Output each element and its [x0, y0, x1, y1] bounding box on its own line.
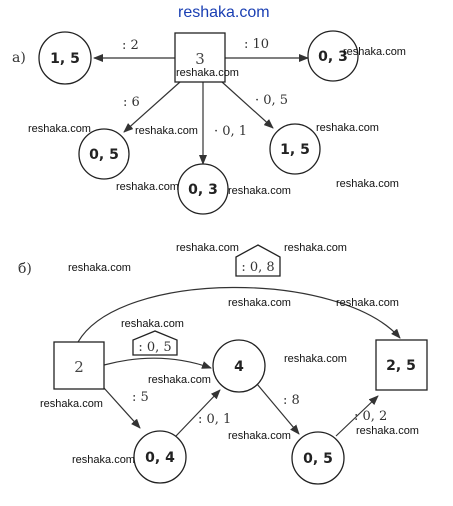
watermark: reshaka.com — [336, 178, 399, 190]
watermark: reshaka.com — [135, 125, 198, 137]
op-b-top: : 0, 8 — [241, 260, 274, 275]
watermark: reshaka.com — [116, 181, 179, 193]
result-circle-down-left — [78, 128, 130, 180]
watermark: reshaka.com — [228, 297, 291, 309]
op-a-right: : 10 — [244, 37, 269, 52]
result-right: 0, 3 — [318, 49, 348, 65]
result-down-right: 1, 5 — [280, 142, 310, 158]
op-b-upper: : 0, 5 — [138, 340, 171, 355]
edge-b-start-low — [103, 387, 141, 429]
op-a-down-left: : 6 — [123, 95, 140, 110]
watermark: reshaka.com — [148, 374, 211, 386]
op-b-mid-low: : 8 — [283, 393, 300, 408]
mid-circle — [212, 339, 266, 393]
watermark: reshaka.com — [284, 353, 347, 365]
pentagon-upper — [132, 330, 178, 356]
watermark: reshaka.com — [356, 425, 419, 437]
low-left-circle — [133, 430, 187, 484]
edge-a-down-left — [123, 81, 181, 133]
end-square — [375, 339, 428, 391]
watermark: reshaka.com — [176, 67, 239, 79]
watermark: reshaka.com — [316, 122, 379, 134]
op-b-start-low: : 5 — [132, 390, 149, 405]
edge-b-mid-low — [256, 383, 300, 435]
watermark: reshaka.com — [40, 398, 103, 410]
part-b-label: б) — [18, 261, 32, 277]
watermark: reshaka.com — [228, 185, 291, 197]
op-a-left: : 2 — [122, 38, 139, 53]
watermark: reshaka.com — [72, 454, 135, 466]
pentagon-top — [235, 244, 281, 277]
result-circle-down — [177, 163, 229, 215]
result-circle-left — [38, 31, 92, 85]
edge-b-low-mid — [175, 389, 221, 437]
watermark: reshaka.com — [336, 297, 399, 309]
op-a-down-right: · 0, 5 — [255, 93, 288, 108]
watermark: reshaka.com — [68, 262, 131, 274]
mid-value: 4 — [234, 359, 244, 375]
op-b-low-mid: : 0, 1 — [198, 412, 231, 427]
result-down: 0, 3 — [188, 182, 218, 198]
watermark: reshaka.com — [176, 242, 239, 254]
watermark: reshaka.com — [121, 318, 184, 330]
result-left: 1, 5 — [50, 51, 80, 67]
watermark: reshaka.com — [284, 242, 347, 254]
low-left-value: 0, 4 — [145, 450, 175, 466]
edge-b-start-mid — [103, 357, 212, 369]
watermark: reshaka.com — [28, 123, 91, 135]
edge-a-down-right — [221, 81, 274, 129]
start-square — [53, 341, 105, 390]
site-watermark: reshaka.com — [178, 4, 270, 21]
low-right-circle — [291, 431, 345, 485]
part-a-label: а) — [12, 50, 26, 66]
watermark: reshaka.com — [228, 430, 291, 442]
end-value: 2, 5 — [386, 358, 416, 374]
low-right-value: 0, 5 — [303, 451, 333, 467]
center-value: 3 — [195, 50, 205, 68]
center-square — [174, 32, 226, 83]
edge-b-low-end — [335, 395, 379, 437]
edge-b-arc — [77, 286, 401, 343]
watermark: reshaka.com — [343, 46, 406, 58]
result-circle-down-right — [269, 123, 321, 175]
result-down-left: 0, 5 — [89, 147, 119, 163]
result-circle-right — [307, 30, 359, 82]
start-value: 2 — [74, 358, 84, 376]
op-a-down: · 0, 1 — [214, 124, 247, 139]
op-b-low-end: : 0, 2 — [354, 409, 387, 424]
